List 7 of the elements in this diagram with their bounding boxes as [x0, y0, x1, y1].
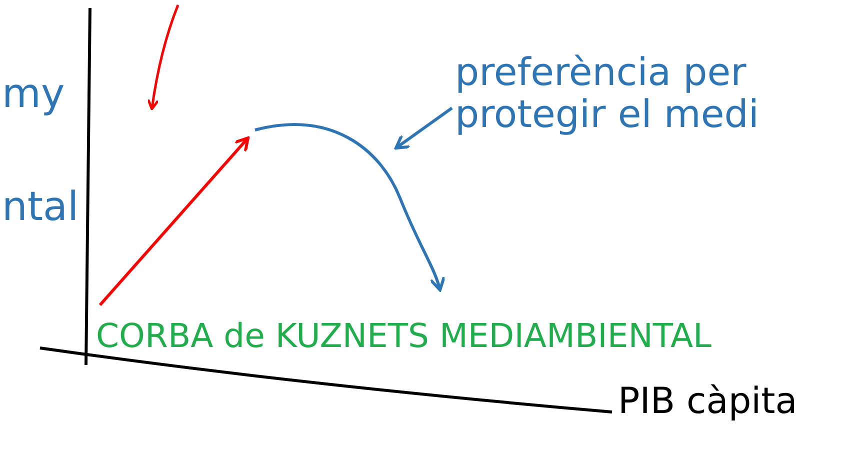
- axis-label: ntal: [2, 185, 79, 229]
- curve-title: CORBA de KUZNETS MEDIAMBIENTAL: [96, 318, 712, 354]
- annotation-text: preferència per protegir el medi: [455, 52, 845, 136]
- rising-arrow: [98, 136, 250, 306]
- axis-label: my: [2, 72, 65, 116]
- leader-arrow: [394, 106, 453, 150]
- axis-label: PIB càpita: [618, 382, 798, 422]
